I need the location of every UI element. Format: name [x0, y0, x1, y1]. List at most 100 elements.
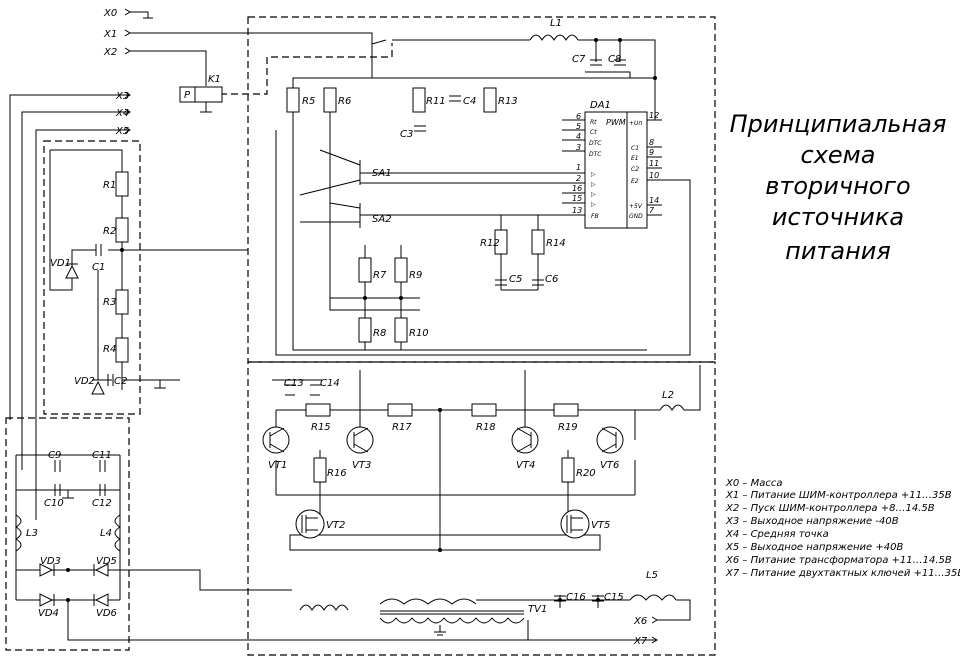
label-c12: C12: [92, 498, 112, 509]
label-r1: R1: [103, 180, 116, 191]
ic-pin-num: 1: [576, 163, 581, 172]
connector-x3: X3: [115, 91, 129, 102]
resistor-bodies: [115, 87, 579, 483]
connector-x4: X4: [115, 108, 129, 119]
label-r20: R20: [576, 468, 596, 479]
ic-pin-name: C2: [631, 166, 639, 173]
label-r12: R12: [480, 238, 500, 249]
ic-pin-num: 13: [572, 206, 582, 215]
legend-item: X4 – Средняя точка: [725, 529, 829, 540]
connector-x7: X7: [633, 636, 648, 647]
diagram-title: Принципиальная схема вторичного источник…: [730, 110, 947, 265]
key-block-wires: [272, 365, 701, 551]
ic-pin-name: FB: [591, 213, 599, 220]
label-c7: C7: [572, 54, 586, 65]
connector-legend: X0 – Масса X1 – Питание ШИМ-контроллера …: [725, 478, 960, 579]
label-c4: C4: [463, 96, 476, 107]
label-c9: C9: [48, 450, 61, 461]
label-r14: R14: [546, 238, 566, 249]
label-c11: C11: [92, 450, 112, 461]
label-r10: R10: [409, 328, 429, 339]
relay-label: K1: [208, 74, 221, 85]
label-r4: R4: [103, 344, 116, 355]
label-c10: C10: [44, 498, 64, 509]
inductor-l4: [114, 514, 121, 552]
label-c5: C5: [509, 274, 522, 285]
label-vd3: VD3: [40, 556, 61, 567]
inductor-l5: [629, 594, 677, 601]
ic-pin-name: ▷: [591, 191, 596, 198]
connector-wires: [9, 8, 373, 520]
ic-pin-name: ▷: [591, 181, 596, 188]
ic-pin-num: 12: [649, 111, 659, 120]
label-r19: R19: [558, 422, 578, 433]
ic-pin-name: GND: [629, 213, 643, 220]
label-vt6: VT6: [600, 460, 619, 471]
label-vt2: VT2: [326, 520, 345, 531]
transistor-vt6: [596, 426, 624, 454]
ic-pin-name: DTC: [589, 140, 602, 147]
label-r13: R13: [498, 96, 518, 107]
label-r18: R18: [476, 422, 496, 433]
switches: [299, 149, 585, 228]
relay-coil-label: P: [184, 90, 191, 101]
legend-item: X1 – Питание ШИМ-контроллера +11…35В: [725, 490, 952, 501]
connector-x0: X0: [103, 8, 117, 19]
label-c8: C8: [608, 54, 621, 65]
label-r3: R3: [103, 297, 116, 308]
legend-item: X7 – Питание двухтактных ключей +11…35В: [725, 568, 960, 579]
transformer-label: TV1: [528, 604, 547, 615]
label-r11: R11: [426, 96, 446, 107]
ic-pin-num: 5: [576, 122, 581, 131]
switch-sa2-label: SA2: [372, 214, 392, 225]
transistor-vt3: [346, 426, 374, 454]
label-vd4: VD4: [38, 608, 59, 619]
label-vd5: VD5: [96, 556, 117, 567]
ic-pin-name: Ct: [590, 129, 597, 136]
legend-item: X6 – Питание трансформатора +11…14.5В: [725, 555, 952, 566]
title-line: вторичного: [765, 172, 911, 200]
ic-pin-num: 14: [649, 196, 659, 205]
ic-pin-num: 16: [572, 184, 582, 193]
label-l2: L2: [662, 390, 674, 401]
switch-sa1-label: SA1: [372, 168, 392, 179]
label-vt3: VT3: [352, 460, 371, 471]
label-c13: C13: [284, 378, 304, 389]
connector-x6: X6: [633, 616, 647, 627]
capacitor-plates: [54, 59, 626, 602]
label-vt1: VT1: [268, 460, 287, 471]
label-l5: L5: [646, 570, 658, 581]
legend-item: X5 – Выходное напряжение +40В: [725, 542, 903, 553]
connector-x5: X5: [115, 126, 129, 137]
ic-pin-num: 6: [576, 112, 581, 121]
ic-pin-name: Rt: [590, 119, 597, 126]
inductor-l3: [15, 514, 22, 552]
transistor-vt4: [511, 426, 539, 454]
transformer-tv1: [299, 595, 691, 644]
ic-pin-name: +Uп: [629, 120, 642, 127]
label-c16: C16: [566, 592, 586, 603]
label-vd1: VD1: [50, 258, 71, 269]
label-c2: C2: [114, 376, 127, 387]
ic-pin-num: 2: [576, 174, 581, 183]
label-c15: C15: [604, 592, 624, 603]
ic-pin-num: 15: [572, 194, 582, 203]
legend-item: X2 – Пуск ШИМ-контроллера +8…14.5В: [725, 503, 935, 514]
title-line: Принципиальная: [730, 110, 947, 138]
label-l3: L3: [26, 528, 38, 539]
label-r5: R5: [302, 96, 315, 107]
ic-pin-name: ▷: [591, 201, 596, 208]
junction-dots: [66, 38, 657, 602]
ic-pin-name: ▷: [591, 171, 596, 178]
label-r16: R16: [327, 468, 347, 479]
legend-item: X0 – Масса: [725, 478, 782, 489]
title-line: источника: [772, 203, 904, 231]
label-c14: C14: [320, 378, 340, 389]
block-outlines: [5, 16, 716, 656]
label-r15: R15: [311, 422, 331, 433]
label-vt5: VT5: [591, 520, 610, 531]
label-r17: R17: [392, 422, 412, 433]
label-vd2: VD2: [74, 376, 95, 387]
label-c3: C3: [400, 129, 413, 140]
